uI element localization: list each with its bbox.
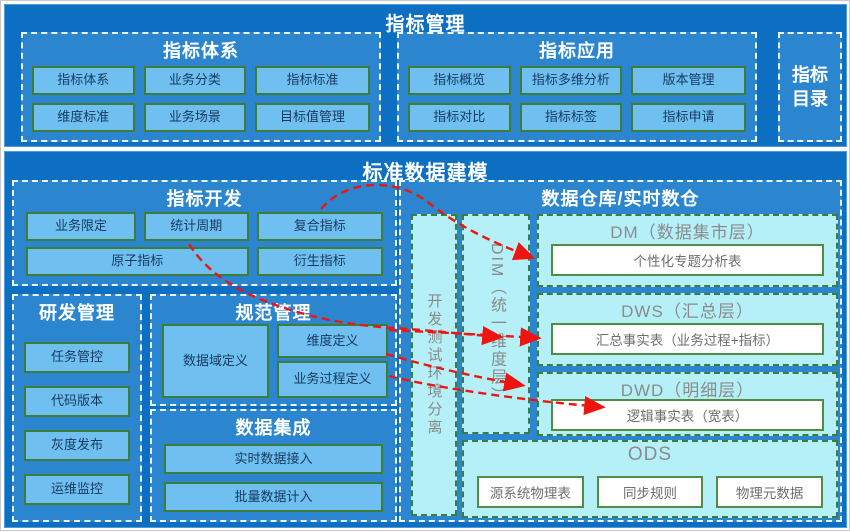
indicator-application-grid: 指标概览 指标多维分析 版本管理 指标对比 指标标签 指标申请 (408, 66, 746, 132)
spec-management-section: 规范管理 数据域定义 维度定义 业务过程定义 (150, 294, 397, 406)
indicator-development-section: 指标开发 业务限定 统计周期 复合指标 原子指标 衍生指标 (12, 180, 397, 286)
diagram-node: 数据域定义 (162, 324, 269, 398)
diagram-node: 运维监控 (24, 474, 130, 505)
diagram-node: 指标体系 (32, 66, 135, 95)
diagram-node: 目标值管理 (255, 103, 370, 132)
indicator-application-section: 指标应用 指标概览 指标多维分析 版本管理 指标对比 指标标签 指标申请 (397, 32, 757, 142)
diagram-node: 衍生指标 (256, 247, 383, 276)
indicator-system-title: 指标体系 (163, 41, 239, 61)
dwd-layer-title: DWD（明细层） (620, 381, 755, 400)
diagram-node: 代码版本 (24, 386, 130, 417)
data-integration-title: 数据集成 (235, 418, 312, 438)
diagram-node: 逻辑事实表（宽表） (551, 399, 824, 431)
dwd-layer-row: DWD（明细层） 逻辑事实表（宽表） (537, 372, 838, 436)
ods-layer-box: ODS 源系统物理表 同步规则 物理元数据 (462, 440, 838, 518)
diagram-node: 源系统物理表 (477, 476, 584, 508)
diagram-node: 维度定义 (277, 324, 388, 358)
diagram-node: 原子指标 (26, 247, 249, 276)
diagram-node: 业务分类 (143, 66, 247, 95)
diagram-node: 指标申请 (631, 103, 746, 132)
diagram-node: 统计周期 (144, 212, 249, 241)
diagram-node: 汇总事实表（业务过程+指标） (551, 323, 824, 355)
indicator-system-section: 指标体系 指标体系 业务分类 指标标准 维度标准 业务场景 目标值管理 (21, 32, 381, 142)
diagram-node: 业务限定 (26, 212, 136, 241)
dws-layer-row: DWS（汇总层） 汇总事实表（业务过程+指标） (537, 293, 838, 366)
spec-management-title: 规范管理 (235, 303, 312, 323)
indicator-application-title: 指标应用 (539, 41, 615, 61)
data-warehouse-title: 数据仓库/实时数仓 (541, 189, 700, 209)
indicator-management-box: 指标管理 指标体系 指标体系 业务分类 指标标准 维度标准 业务场景 目标值管理… (4, 4, 847, 147)
ods-layer-title: ODS (627, 444, 673, 465)
diagram-node: 业务场景 (143, 103, 247, 132)
rnd-management-section: 研发管理 任务管控 代码版本 灰度发布 运维监控 (12, 294, 142, 522)
diagram-node: 指标标签 (519, 103, 623, 132)
dm-layer-row: DM（数据集市层） 个性化专题分析表 (537, 214, 838, 287)
rnd-management-title: 研发管理 (39, 303, 115, 323)
diagram-node: 指标概览 (408, 66, 511, 95)
diagram-node: 指标多维分析 (519, 66, 623, 95)
indicator-system-grid: 指标体系 业务分类 指标标准 维度标准 业务场景 目标值管理 (32, 66, 370, 132)
dev-test-env-label: 开发测试环境分离 (425, 293, 443, 437)
dim-layer-bar: DIM（统一维度层） (462, 214, 530, 434)
indicator-catalog-title: 指标目录 (792, 64, 828, 109)
dim-layer-label: DIM（统一维度层） (488, 243, 505, 405)
rnd-management-stack: 任务管控 代码版本 灰度发布 运维监控 (24, 342, 130, 505)
dev-test-env-bar: 开发测试环境分离 (411, 214, 457, 516)
diagram-node: 批量数据计入 (164, 482, 383, 512)
diagram-node: 指标标准 (255, 66, 370, 95)
diagram-node: 指标对比 (408, 103, 511, 132)
standard-data-modeling-title: 标准数据建模 (362, 162, 489, 184)
diagram-node: 复合指标 (256, 212, 383, 241)
diagram-node: 物理元数据 (716, 476, 824, 508)
data-integration-stack: 实时数据接入 批量数据计入 (164, 444, 383, 512)
diagram-node: 同步规则 (596, 476, 704, 508)
diagram-node: 个性化专题分析表 (551, 244, 824, 276)
ods-cells-row: 源系统物理表 同步规则 物理元数据 (477, 476, 824, 508)
indicator-management-title: 指标管理 (385, 14, 466, 35)
data-integration-section: 数据集成 实时数据接入 批量数据计入 (150, 409, 397, 522)
indicator-development-grid: 业务限定 统计周期 复合指标 原子指标 衍生指标 (26, 212, 383, 276)
dm-layer-title: DM（数据集市层） (610, 223, 765, 242)
diagram-node: 业务过程定义 (277, 361, 388, 398)
dws-layer-title: DWS（汇总层） (621, 302, 754, 321)
standard-data-modeling-box: 标准数据建模 指标开发 业务限定 统计周期 复合指标 原子指标 衍生指标 研发管… (4, 151, 847, 528)
indicator-catalog-section: 指标目录 (778, 32, 842, 142)
data-warehouse-section: 数据仓库/实时数仓 开发测试环境分离 DIM（统一维度层） DM（数据集市层） … (399, 180, 842, 522)
diagram-node: 维度标准 (32, 103, 135, 132)
diagram-node: 实时数据接入 (164, 444, 383, 474)
diagram-node: 任务管控 (24, 342, 130, 373)
indicator-development-title: 指标开发 (166, 189, 243, 209)
diagram-node: 灰度发布 (24, 430, 130, 461)
diagram-node: 版本管理 (631, 66, 746, 95)
